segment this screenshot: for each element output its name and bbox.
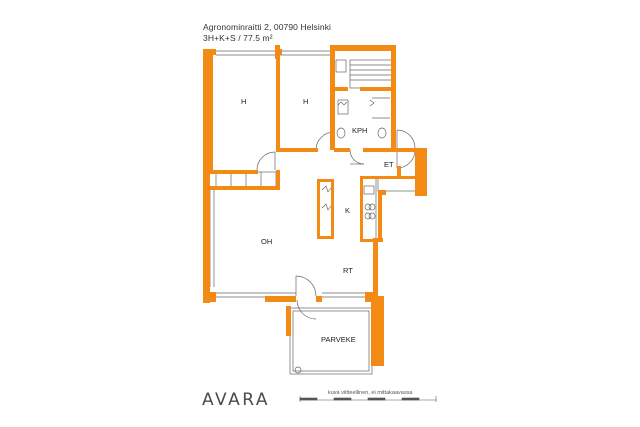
logo-text: AVARA <box>202 390 270 410</box>
address-title: Agronominraitti 2, 00790 Helsinki <box>203 22 332 32</box>
room-label-corridor: RT <box>343 266 353 275</box>
walls <box>203 45 427 366</box>
fixture-icons <box>321 99 375 211</box>
room-label-entry: ET <box>384 160 394 169</box>
room-label-bathroom: KPH <box>352 126 368 135</box>
room-label-bedroom-1: H <box>241 97 247 106</box>
scale-note: kuva viitteellinen, ei mittakaavassa <box>328 390 413 396</box>
room-label-bedroom-2: H <box>303 97 309 106</box>
room-label-living: OH <box>261 237 273 246</box>
apartment-type-area: 3H+K+S / 77.5 m² <box>203 33 273 43</box>
room-label-kitchen: K <box>345 206 351 215</box>
scale-bar <box>299 396 437 402</box>
avara-logo: AVARA <box>202 390 270 410</box>
room-label-balcony: PARVEKE <box>321 335 356 344</box>
